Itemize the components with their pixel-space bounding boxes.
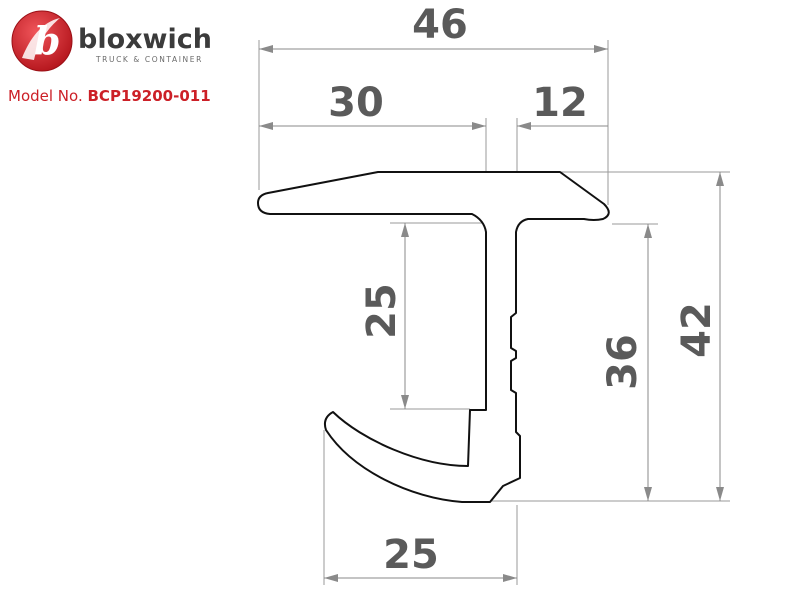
brand-tagline: TRUCK & CONTAINER bbox=[95, 55, 203, 64]
dim-inner-height: 25 bbox=[359, 283, 405, 339]
bloxwich-logo: b bloxwich TRUCK & CONTAINER bbox=[11, 10, 212, 72]
header: b bloxwich TRUCK & CONTAINER Model No. B… bbox=[0, 0, 260, 120]
extension-lines bbox=[258, 40, 730, 585]
logo-swoosh-icon bbox=[22, 18, 60, 60]
dim-left-flange-width: 30 bbox=[328, 80, 384, 126]
profile-outline bbox=[257, 171, 610, 503]
dim-bottom-width: 25 bbox=[383, 532, 439, 578]
logo-lettering: b bbox=[34, 18, 61, 63]
model-number-line: Model No. BCP19200-011 bbox=[8, 87, 211, 105]
dimension-labels: 46 30 12 42 36 25 25 bbox=[328, 2, 720, 578]
dim-overall-width: 46 bbox=[412, 2, 468, 48]
model-label: Model No. bbox=[8, 87, 83, 105]
model-number: BCP19200-011 bbox=[87, 87, 211, 105]
brand-name: bloxwich bbox=[78, 24, 212, 55]
dimension-lines bbox=[259, 45, 724, 582]
dim-overall-height: 42 bbox=[674, 302, 720, 358]
dim-right-flange-width: 12 bbox=[532, 80, 588, 126]
dim-right-leg-height: 36 bbox=[600, 334, 646, 390]
